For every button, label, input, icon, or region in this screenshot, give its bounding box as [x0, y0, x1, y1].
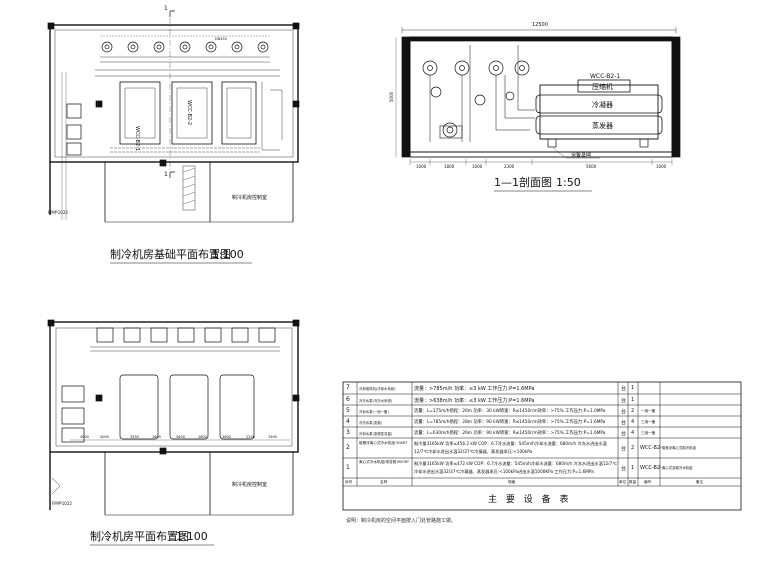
- section-view: [395, 27, 681, 165]
- layout-dim-9: 1500: [268, 435, 277, 439]
- section-dim-3: 1000: [472, 164, 483, 169]
- layout-plan-title: 制冷机房平面布置图: [90, 529, 189, 543]
- layout-control-room-label: 制冷机房控制室: [232, 481, 267, 488]
- section-title: 1—1剖面图: [494, 175, 552, 189]
- section-dim-4: 2300: [504, 164, 515, 169]
- base-label: 设备基础: [571, 151, 591, 158]
- chiller-2-label: WCC-B2-2: [186, 100, 192, 125]
- drawing-titles: 制冷机房基础平面布置图 1:100 1—1剖面图 1:50 制冷机房平面布置图 …: [90, 175, 592, 546]
- section-dim-2: 1800: [444, 164, 455, 169]
- section-dim-1: 1000: [416, 164, 427, 169]
- equipment-table: [342, 381, 742, 511]
- chiller-1-label: WCC-B2-1: [134, 126, 140, 151]
- compressor-label: 压缩机: [592, 82, 613, 91]
- layout-dim-4: 1800: [152, 435, 161, 439]
- foundation-plan: [47, 10, 300, 223]
- layout-dim-6: 1800: [198, 435, 207, 439]
- section-mark-bottom: 1: [164, 171, 168, 178]
- layout-dim-2: 4000: [100, 435, 109, 439]
- section-width-dim: 12500: [532, 22, 548, 28]
- layout-plan-labels: 4000 4000 3550 1800 3600 1800 3600 2250 …: [52, 435, 277, 506]
- condenser-label: 冷凝器: [592, 100, 613, 109]
- evaporator-label: 蒸发器: [592, 121, 613, 130]
- layout-dim-1: 4000: [80, 435, 89, 439]
- layout-plan: [47, 319, 300, 516]
- layout-dim-7: 3600: [222, 435, 231, 439]
- section-dim-6: 1000: [656, 164, 667, 169]
- section-labels: 12500 5000 WCC-B2-1 压缩机 冷凝器 蒸发器 设备基础 100…: [389, 22, 667, 169]
- layout-shaft-label: FM甲1022: [52, 501, 72, 506]
- control-room-label: 制冷机房控制室: [232, 194, 267, 201]
- pipe-note: DN450: [215, 37, 227, 41]
- section-height-dim: 5000: [389, 91, 394, 102]
- pump-row-top: [100, 35, 270, 63]
- foundation-plan-labels: 1 1 WCC-B2-1 WCC-B2-2 制冷机房控制室 FM甲1022 DN…: [48, 5, 267, 215]
- layout-dim-3: 3550: [130, 435, 139, 439]
- layout-dim-5: 3600: [176, 435, 185, 439]
- shaft-label: FM甲1022: [48, 210, 68, 215]
- layout-plan-scale: 1:100: [176, 530, 208, 543]
- section-mark-top: 1: [164, 5, 168, 12]
- section-dim-5: 5600: [586, 164, 597, 169]
- section-scale: 1:50: [556, 176, 581, 189]
- layout-dim-8: 2250: [246, 435, 255, 439]
- foundation-plan-scale: 1:100: [212, 248, 244, 261]
- foundation-plan-title: 制冷机房基础平面布置图: [110, 247, 231, 261]
- section-unit-label: WCC-B2-1: [590, 73, 620, 80]
